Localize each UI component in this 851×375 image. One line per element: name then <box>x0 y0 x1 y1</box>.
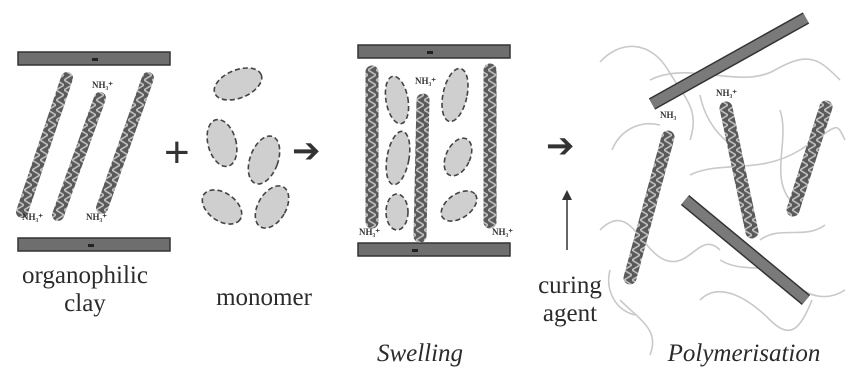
ion-label: NH₃ <box>660 110 676 120</box>
swelling-bottom-plate <box>358 243 510 256</box>
polymer-chain-2 <box>726 108 752 232</box>
ion-label: NH₃⁺ <box>716 88 737 99</box>
monomer-ellipse <box>210 62 267 107</box>
swelling-top-plate-mark <box>427 51 433 54</box>
clay-top-plate-mark <box>92 58 98 61</box>
monomer-ellipse <box>242 132 285 189</box>
monomer-ellipse <box>196 183 248 231</box>
swelling-chain-mid <box>420 100 423 236</box>
swelling-monomer <box>382 130 413 187</box>
ion-label: NH₃⁺ <box>415 76 436 87</box>
ion-label: NH₃⁺ <box>22 212 43 223</box>
clay-chain-3 <box>102 78 148 208</box>
reaction-arrow-1: ➔ <box>292 134 321 168</box>
monomer-ellipse <box>248 180 295 234</box>
ion-label: NH₃⁺ <box>492 227 513 238</box>
curing-agent-arrow <box>562 190 572 250</box>
label-curing-agent: curing agent <box>520 272 620 327</box>
label-monomer: monomer <box>204 284 324 312</box>
clay-bottom-plate-mark <box>88 244 94 247</box>
label-organophilic-clay: organophilic clay <box>0 262 170 317</box>
clay-chain-2 <box>58 98 100 215</box>
polymer-chain-3 <box>793 107 826 210</box>
swelling-monomer <box>382 74 412 125</box>
swelling-monomer <box>386 194 408 230</box>
reaction-arrow-2: ➔ <box>546 129 575 163</box>
swelling-monomer <box>438 66 473 124</box>
swelling-bottom-plate-mark <box>412 249 418 252</box>
swelling-monomer <box>436 185 483 228</box>
monomer-ellipse <box>202 116 241 170</box>
ion-label: NH₃⁺ <box>359 227 380 238</box>
polymerisation-group <box>600 18 845 355</box>
plus-sign: + <box>164 131 190 175</box>
monomer-group <box>196 62 296 234</box>
polymer-chain-1 <box>630 137 668 278</box>
label-polymerisation: Polymerisation <box>644 340 844 368</box>
swelling-monomer <box>439 134 478 180</box>
ion-label: NH₃⁺ <box>86 212 107 223</box>
ion-label: NH₃⁺ <box>92 80 113 91</box>
swelling-top-plate <box>358 45 510 58</box>
label-swelling: Swelling <box>360 340 480 368</box>
